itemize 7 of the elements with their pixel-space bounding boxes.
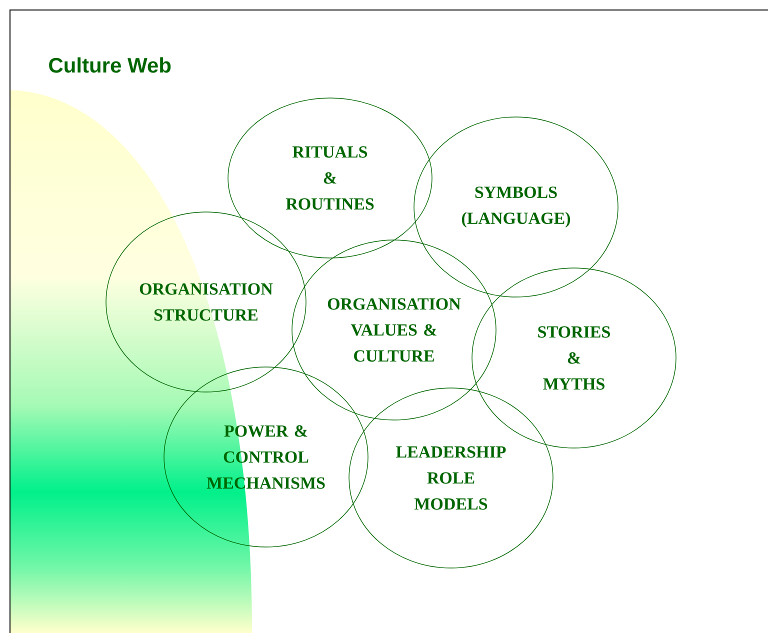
- title: Culture Web: [49, 57, 171, 73]
- ellipse-label: ORGANISATION VALUES & CULTURE: [328, 298, 461, 362]
- ellipse-label: STORIES & MYTHS: [538, 326, 610, 390]
- ellipse-label: RITUALS & ROUTINES: [286, 146, 374, 210]
- ellipse-label: ORGANISATION STRUCTURE: [140, 283, 273, 321]
- ellipse-label: LEADERSHIP ROLE MODELS: [396, 446, 506, 510]
- ellipse-label: SYMBOLS (LANGUAGE): [462, 186, 570, 228]
